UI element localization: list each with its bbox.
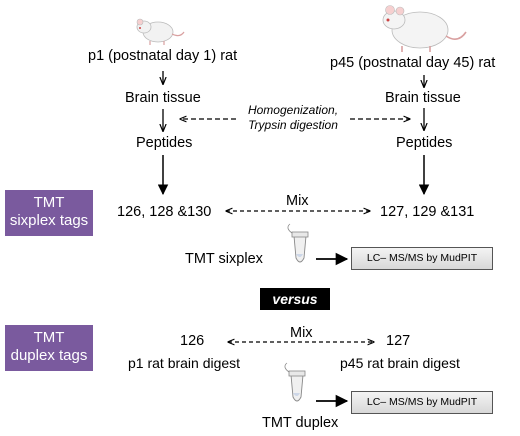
tube-duplex-icon (284, 362, 306, 402)
p45-rat-label: p45 (postnatal day 45) rat (330, 55, 496, 71)
lc-ms-box-top: LC– MS/MS by MudPIT (351, 247, 493, 270)
duplex-tags-line1: TMT (33, 329, 65, 346)
p1-rat-label: p1 (postnatal day 1) rat (88, 48, 238, 64)
homogenization-line1: Homogenization, (247, 103, 339, 117)
tube-sixplex-icon (287, 223, 309, 263)
mix-bottom-label: Mix (290, 325, 313, 341)
sixplex-channels-left: 126, 128 &130 (117, 204, 212, 220)
versus-label: versus (260, 288, 330, 310)
lc-ms-box-bottom: LC– MS/MS by MudPIT (351, 391, 493, 414)
tmt-sixplex-tags-box: TMT sixplex tags (5, 190, 93, 236)
mix-top-label: Mix (286, 193, 309, 209)
duplex-right-label: p45 rat brain digest (340, 355, 460, 371)
homogenization-label: Homogenization, Trypsin digestion (236, 103, 350, 133)
brain-tissue-right: Brain tissue (385, 90, 461, 106)
duplex-channel-right: 127 (386, 333, 411, 349)
rat-p1-icon (136, 18, 185, 45)
tmt-duplex-tags-box: TMT duplex tags (5, 325, 93, 371)
homogenization-line2: Trypsin digestion (248, 118, 338, 132)
sixplex-tags-line1: TMT (33, 194, 65, 211)
duplex-tags-line2: duplex tags (10, 347, 88, 364)
peptides-left: Peptides (136, 135, 193, 151)
duplex-left-label: p1 rat brain digest (128, 355, 241, 371)
brain-tissue-left: Brain tissue (125, 90, 201, 106)
rat-p45-icon (382, 5, 467, 52)
sixplex-tags-line2: sixplex tags (9, 212, 89, 229)
tmt-sixplex-label: TMT sixplex (185, 251, 263, 267)
sixplex-channels-right: 127, 129 &131 (380, 204, 475, 220)
peptides-right: Peptides (396, 135, 453, 151)
duplex-channel-left: 126 (180, 333, 205, 349)
tmt-duplex-label: TMT duplex (262, 415, 339, 431)
